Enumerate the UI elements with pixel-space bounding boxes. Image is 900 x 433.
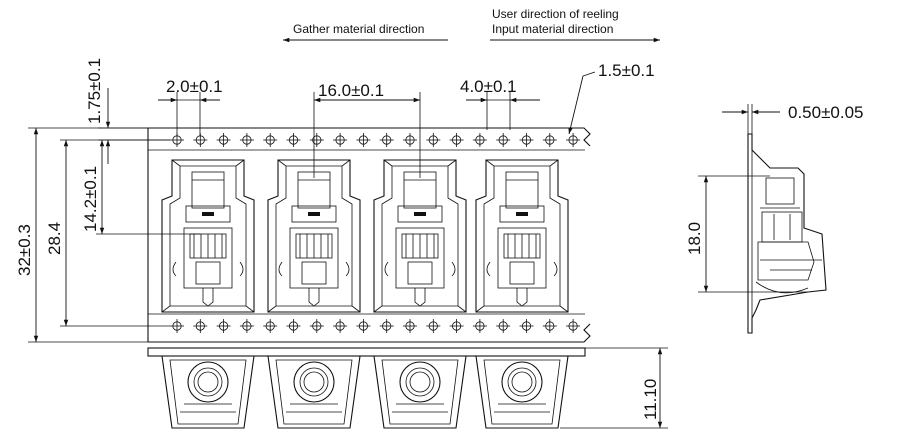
input-material-label: Input material direction <box>492 22 613 36</box>
sprocket-hole <box>193 319 208 333</box>
sprocket-hole <box>426 319 441 333</box>
sprocket-hole <box>239 133 254 147</box>
sprocket-hole <box>449 133 464 147</box>
dim-tape-thickness: 0.50±0.05 <box>788 103 864 122</box>
side-pocket <box>267 355 361 429</box>
sprocket-hole <box>356 319 371 333</box>
carrier-tape-top-view <box>147 127 591 343</box>
sprocket-hole <box>263 319 278 333</box>
sprocket-hole <box>519 133 534 147</box>
sprocket-hole <box>309 319 324 333</box>
user-reeling-label: User direction of reeling <box>492 7 619 21</box>
gather-direction-label: Gather material direction <box>293 22 424 36</box>
dim-hole-diameter: 1.5±0.1 <box>598 61 655 80</box>
side-pocket <box>161 355 255 429</box>
sprocket-hole <box>379 319 394 333</box>
sprocket-hole <box>426 133 441 147</box>
side-pockets <box>161 355 569 429</box>
sprocket-hole <box>472 319 487 333</box>
carrier-tape-side-view <box>147 347 586 429</box>
sprocket-hole <box>286 319 301 333</box>
sprocket-hole <box>403 133 417 147</box>
sprocket-hole <box>496 133 511 147</box>
sprocket-hole <box>333 319 348 333</box>
dim-pocket-pitch: 16.0±0.1 <box>318 81 384 100</box>
sprocket-hole <box>263 133 278 147</box>
dim-tape-width: 32±0.3 <box>15 224 34 276</box>
dim-hole-to-center: 14.2±0.1 <box>81 166 100 232</box>
dim-hole-to-pocket: 2.0±0.1 <box>166 77 223 96</box>
dim-pocket-depth: 11.10 <box>641 379 660 420</box>
sprocket-hole <box>239 319 254 333</box>
sprocket-hole <box>379 133 394 147</box>
sprocket-hole <box>449 319 464 333</box>
sprocket-hole <box>286 133 301 147</box>
annotation-texts: Gather material direction User direction… <box>15 7 864 420</box>
component-pocket <box>373 159 467 313</box>
sprocket-hole <box>403 319 417 333</box>
sprocket-hole <box>356 133 371 147</box>
side-pocket <box>475 355 569 429</box>
dim-top-hole-offset: 1.75±0.1 <box>85 58 104 124</box>
component-pocket <box>475 159 569 313</box>
dimension-lines <box>28 37 808 429</box>
sprocket-hole <box>472 133 487 147</box>
sprocket-holes-top <box>170 133 581 147</box>
sprocket-hole <box>309 133 324 147</box>
sprocket-hole <box>566 133 581 147</box>
sprocket-hole <box>216 133 231 147</box>
sprocket-holes-bottom <box>170 319 581 333</box>
dim-hole-pitch: 4.0±0.1 <box>460 77 517 96</box>
sprocket-hole <box>333 133 348 147</box>
component-pocket <box>161 159 255 313</box>
sprocket-hole <box>542 319 557 333</box>
dim-pocket-length: 18.0 <box>685 222 704 255</box>
sprocket-hole <box>496 319 511 333</box>
sprocket-hole <box>519 319 534 333</box>
sprocket-hole <box>170 319 184 333</box>
component-pocket <box>267 159 361 313</box>
sprocket-hole <box>216 319 231 333</box>
component-pockets <box>161 159 569 313</box>
sprocket-hole <box>566 319 581 333</box>
dim-hole-row-span: 28.4 <box>45 222 64 255</box>
tape-cross-section <box>747 133 827 334</box>
side-pocket <box>373 355 467 429</box>
sprocket-hole <box>542 133 557 147</box>
